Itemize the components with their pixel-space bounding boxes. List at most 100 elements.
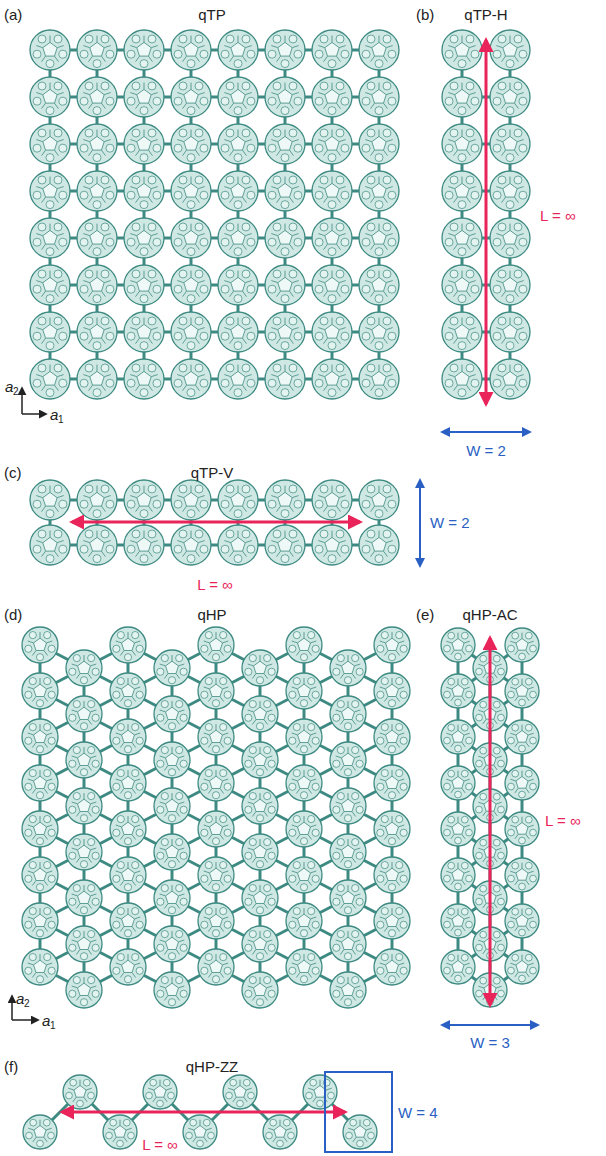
fullerene-ball xyxy=(505,766,539,800)
dimension-arrow xyxy=(12,1019,38,1021)
fullerene-ball xyxy=(22,949,58,985)
fullerene-ball xyxy=(171,265,211,305)
fullerene-ball xyxy=(66,926,102,962)
fullerene-ball xyxy=(124,312,164,352)
fullerene-ball xyxy=(242,880,278,916)
fullerene-ball xyxy=(312,171,352,211)
fullerene-ball xyxy=(286,857,322,893)
fullerene-ball xyxy=(265,218,305,258)
fullerene-ball xyxy=(490,171,530,211)
fullerene-ball xyxy=(110,949,146,985)
fullerene-ball xyxy=(505,812,539,846)
width-label: W = 4 xyxy=(398,1105,438,1120)
fullerene-ball xyxy=(30,480,70,520)
unit-box xyxy=(325,1072,392,1152)
fullerene-ball xyxy=(242,926,278,962)
fullerene-ball xyxy=(218,359,258,399)
fullerene-ball xyxy=(286,903,322,939)
fullerene-ball xyxy=(374,719,410,755)
axis-subscript: 2 xyxy=(13,387,19,397)
fullerene-ball xyxy=(286,673,322,709)
fullerene-ball xyxy=(265,312,305,352)
fullerene-ball xyxy=(442,171,482,211)
fullerene-ball xyxy=(442,265,482,305)
fullerene-ball xyxy=(171,359,211,399)
fullerene-ball xyxy=(242,742,278,778)
fullerene-ball xyxy=(343,1115,377,1149)
fullerene-ball xyxy=(490,265,530,305)
fullerene-ball xyxy=(286,949,322,985)
axis-subscript: 1 xyxy=(58,415,64,425)
fullerene-ball xyxy=(312,525,352,565)
fullerene-ball xyxy=(77,525,117,565)
dimension-arrow xyxy=(62,1111,345,1114)
axis-label: a xyxy=(50,407,58,422)
fullerene-ball xyxy=(374,949,410,985)
fullerene-ball xyxy=(374,673,410,709)
fullerene-ball xyxy=(30,171,70,211)
fullerene-ball xyxy=(22,673,58,709)
fullerene-ball xyxy=(30,218,70,258)
panel-title: qTP-H xyxy=(464,7,507,22)
fullerene-ball xyxy=(505,858,539,892)
panel-letter: (f) xyxy=(4,1059,18,1074)
fullerene-ball xyxy=(242,696,278,732)
fullerene-ball xyxy=(77,171,117,211)
fullerene-ball xyxy=(30,124,70,164)
fullerene-ball xyxy=(330,972,366,1008)
axis-label: a xyxy=(5,379,13,394)
fullerene-ball xyxy=(441,628,475,662)
fullerene-ball xyxy=(218,265,258,305)
fullerene-ball xyxy=(22,765,58,801)
fullerene-ball xyxy=(218,480,258,520)
fullerene-ball xyxy=(143,1075,177,1109)
fullerene-ball xyxy=(154,926,190,962)
fullerene-ball xyxy=(171,525,211,565)
fullerene-ball xyxy=(198,903,234,939)
panel-letter: (d) xyxy=(4,607,22,622)
fullerene-ball xyxy=(30,312,70,352)
fullerene-ball xyxy=(124,77,164,117)
fullerene-ball xyxy=(30,265,70,305)
fullerene-ball xyxy=(171,312,211,352)
panel-letter: (e) xyxy=(416,607,434,622)
fullerene-ball xyxy=(330,650,366,686)
fullerene-ball xyxy=(154,696,190,732)
fullerene-ball xyxy=(171,124,211,164)
fullerene-ball xyxy=(265,265,305,305)
fullerene-ball xyxy=(441,950,475,984)
fullerene-ball xyxy=(312,265,352,305)
length-label: L = ∞ xyxy=(140,1136,180,1153)
fullerene-ball xyxy=(359,171,399,211)
fullerene-ball xyxy=(23,1115,57,1149)
fullerene-ball xyxy=(66,696,102,732)
fullerene-ball xyxy=(442,124,482,164)
fullerene-ball xyxy=(265,124,305,164)
dimension-arrow xyxy=(72,521,360,524)
fullerene-ball xyxy=(359,525,399,565)
fullerene-ball xyxy=(124,218,164,258)
fullerene-ball xyxy=(30,77,70,117)
fullerene-ball xyxy=(171,480,211,520)
fullerene-ball xyxy=(183,1115,217,1149)
fullerene-ball xyxy=(218,30,258,70)
dimension-arrow xyxy=(21,388,23,414)
fullerene-ball xyxy=(66,788,102,824)
fullerene-ball xyxy=(359,480,399,520)
fullerene-ball xyxy=(441,858,475,892)
fullerene-ball xyxy=(303,1075,337,1109)
fullerene-ball xyxy=(505,674,539,708)
fullerene-ball xyxy=(286,719,322,755)
fullerene-ball xyxy=(442,218,482,258)
fullerene-ball xyxy=(154,650,190,686)
fullerene-ball xyxy=(124,124,164,164)
dimension-arrow xyxy=(442,431,530,433)
fullerene-ball xyxy=(505,720,539,754)
fullerene-ball xyxy=(359,359,399,399)
fullerene-ball xyxy=(218,171,258,211)
axis-label: a xyxy=(16,991,24,1006)
fullerene-ball xyxy=(223,1075,257,1109)
fullerene-ball xyxy=(490,30,530,70)
fullerene-ball xyxy=(110,627,146,663)
fullerene-ball xyxy=(330,696,366,732)
